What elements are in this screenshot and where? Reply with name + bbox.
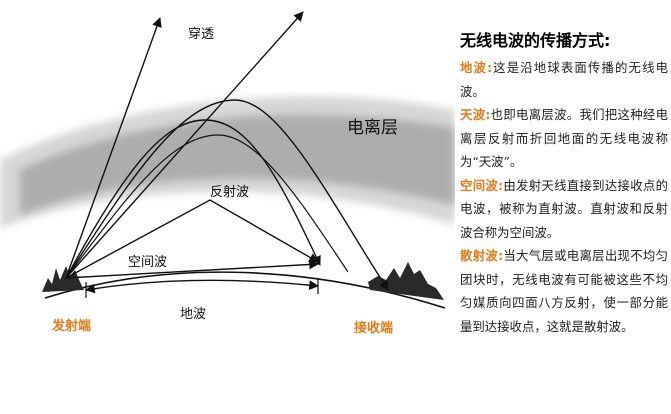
reflected-ray [65,199,319,279]
ground-wave-text: 这是沿地球表面传播的无线电波。 [460,60,668,99]
sky-wave-3 [65,134,349,279]
reflected-wave-label: 反射波 [210,185,250,200]
scatter-wave-term: 散射波: [460,248,504,263]
space-wave-ray [65,259,319,279]
space-wave-text: 由发射天线直接到达接收点的电波，被称为直射波。直射波和反射波合称为空间波。 [460,177,668,240]
sky-wave-description: 天波:也即电离层波。我们把这种经电离层反射而折回地面的无线电波称为“天波”。 [460,103,668,174]
ground-wave-term: 地波: [460,60,493,75]
penetration-label: 穿透 [188,27,215,42]
transmitter-label: 发射端 [52,319,92,334]
space-wave-term: 空间波: [460,177,504,193]
propagation-svg [0,11,455,309]
receiver-mountain [368,262,444,300]
propagation-diagram: 穿透 电离层 反射波 空间波 地波 发射端 接收端 [0,11,455,336]
scatter-wave-text: 当大气层或电离层出现不均匀团块时，无线电波有可能被这些不均匀媒质向四面八方反射，… [460,248,668,334]
transmitter-mountain [42,266,84,292]
scatter-wave-description: 散射波:当大气层或电离层出现不均匀团块时，无线电波有可能被这些不均匀媒质向四面八… [460,244,668,338]
sky-wave-term: 天波: [460,107,491,122]
sky-wave-2 [65,99,389,291]
ground-wave-label: 地波 [180,307,207,322]
sky-wave-text: 也即电离层波。我们把这种经电离层反射而折回地面的无线电波称为“天波”。 [460,107,668,169]
space-wave-description: 空间波:由发射天线直接到达接收点的电波，被称为直射波。直射波和反射波合称为空间波… [460,174,668,245]
receiver-label: 接收端 [354,321,394,336]
penetration-ray-1 [65,17,162,279]
space-wave-label: 空间波 [128,255,168,270]
ground-wave-description: 地波:这是沿地球表面传播的无线电波。 [460,56,668,103]
sky-wave-1 [65,119,321,279]
description-panel: 无线电波的传播方式: 地波:这是沿地球表面传播的无线电波。 天波:也即电离层波。… [460,30,668,338]
ionosphere-label: 电离层 [347,118,398,138]
panel-title: 无线电波的传播方式: [460,31,611,50]
ground-wave-arrow [85,279,319,294]
ionosphere-band [0,96,455,228]
